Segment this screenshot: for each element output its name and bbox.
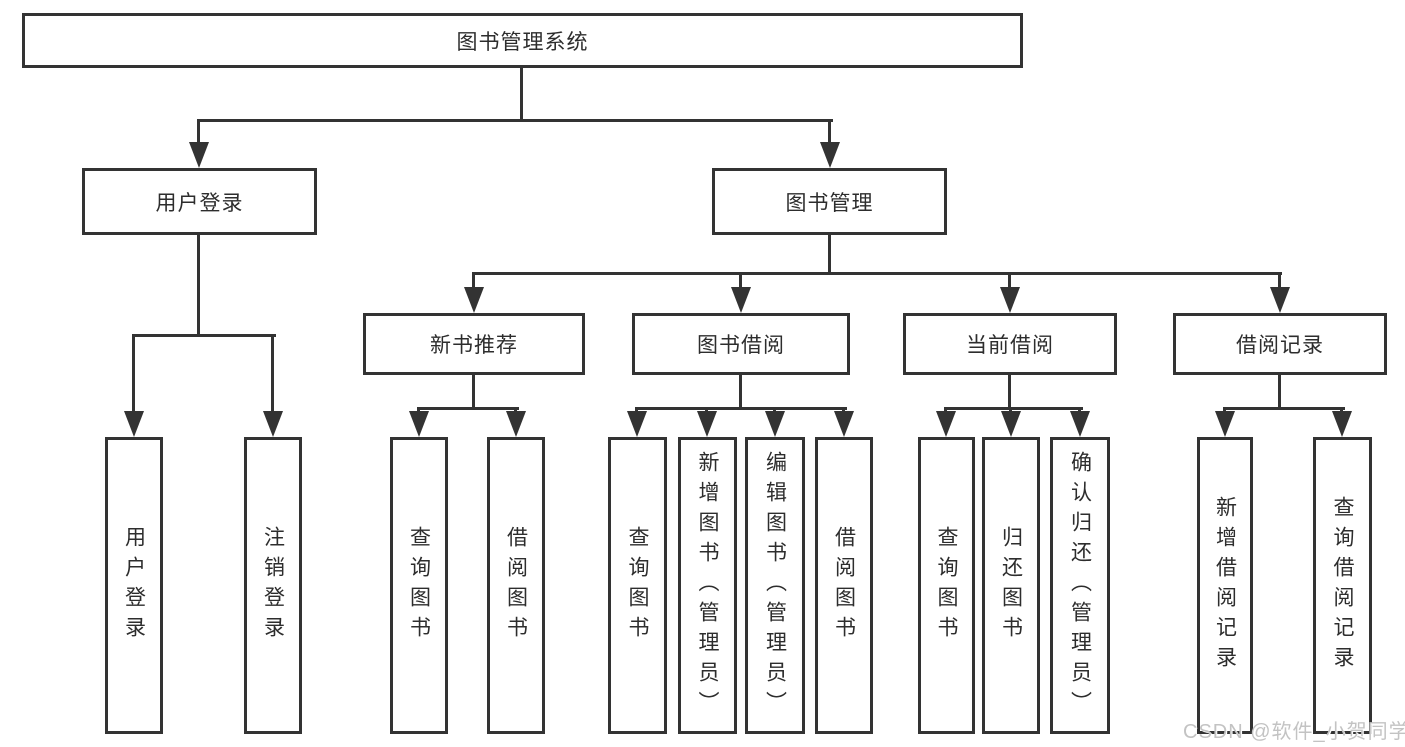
leaf-user-login: 用户登录: [105, 437, 163, 734]
watermark-text: CSDN @软件_小贺同学: [1183, 721, 1405, 743]
arrow-down-icon: [1070, 411, 1090, 437]
arrow-down-icon: [820, 142, 840, 168]
leaf-query-books-borrow: 查询图书: [608, 437, 667, 734]
arrow-down-icon: [765, 411, 785, 437]
leaf-query-books-recommend: 查询图书: [390, 437, 448, 734]
leaf-borrow-books-borrow: 借阅图书: [815, 437, 873, 734]
connector-to-borrow-records: [1278, 272, 1281, 290]
arrow-down-icon: [1001, 411, 1021, 437]
connector-book-borrow-split: [635, 407, 847, 410]
connector-current-borrow-split: [944, 407, 1083, 410]
node-user-login-group-label: 用户登录: [155, 191, 244, 215]
node-user-login-group: 用户登录: [82, 168, 317, 235]
node-borrow-records: 借阅记录: [1173, 313, 1387, 375]
connector-current-borrow-stub: [1008, 375, 1011, 410]
connector-login-stub: [197, 235, 200, 337]
connector-level1-split: [197, 119, 833, 122]
arrow-down-icon: [1270, 287, 1290, 313]
node-new-book-recommend: 新书推荐: [363, 313, 585, 375]
arrow-down-icon: [464, 287, 484, 313]
leaf-borrow-books-recommend: 借阅图书: [487, 437, 545, 734]
connector-to-new-book: [472, 272, 475, 290]
leaf-logout: 注销登录: [244, 437, 302, 734]
connector-new-book-split: [417, 407, 519, 410]
leaf-edit-book-admin: 编辑图书（管理员）: [745, 437, 805, 734]
connector-to-user-login: [197, 119, 200, 149]
arrow-down-icon: [936, 411, 956, 437]
arrow-down-icon: [189, 142, 209, 168]
node-current-borrow: 当前借阅: [903, 313, 1117, 375]
connector-borrow-records-split: [1223, 407, 1345, 410]
leaf-return-book: 归还图书: [982, 437, 1040, 734]
arrow-down-icon: [697, 411, 717, 437]
connector-to-leaf-user-login: [132, 334, 135, 416]
node-library-system: 图书管理系统: [22, 13, 1023, 68]
connector-to-current-borrow: [1008, 272, 1011, 290]
connector-to-book-borrow: [739, 272, 742, 290]
arrow-down-icon: [506, 411, 526, 437]
arrow-down-icon: [1332, 411, 1352, 437]
node-book-borrow: 图书借阅: [632, 313, 850, 375]
leaf-query-borrow-record: 查询借阅记录: [1313, 437, 1372, 734]
connector-to-leaf-logout: [271, 334, 274, 416]
leaf-add-book-admin: 新增图书（管理员）: [678, 437, 737, 734]
leaf-confirm-return-admin: 确认归还（管理员）: [1050, 437, 1110, 734]
node-book-management-label: 图书管理: [785, 191, 874, 215]
arrow-down-icon: [834, 411, 854, 437]
arrow-down-icon: [1215, 411, 1235, 437]
node-borrow-records-label: 借阅记录: [1236, 334, 1324, 357]
connector-to-book-management: [828, 119, 831, 149]
node-current-borrow-label: 当前借阅: [966, 334, 1054, 357]
arrow-down-icon: [1000, 287, 1020, 313]
connector-book-borrow-stub: [739, 375, 742, 410]
arrow-down-icon: [124, 411, 144, 437]
arrow-down-icon: [263, 411, 283, 437]
node-book-borrow-label: 图书借阅: [697, 334, 785, 357]
connector-mgmt-stub: [828, 235, 831, 275]
node-new-book-recommend-label: 新书推荐: [430, 334, 518, 357]
leaf-query-books-current: 查询图书: [918, 437, 975, 734]
node-book-management: 图书管理: [712, 168, 947, 235]
connector-login-split: [132, 334, 276, 337]
connector-root-stub: [520, 68, 523, 122]
arrow-down-icon: [731, 287, 751, 313]
connector-mgmt-split: [472, 272, 1282, 275]
arrow-down-icon: [627, 411, 647, 437]
node-library-system-label: 图书管理系统: [456, 30, 589, 54]
connector-new-book-stub: [472, 375, 475, 410]
arrow-down-icon: [409, 411, 429, 437]
leaf-add-borrow-record: 新增借阅记录: [1197, 437, 1253, 734]
connector-borrow-records-stub: [1278, 375, 1281, 410]
